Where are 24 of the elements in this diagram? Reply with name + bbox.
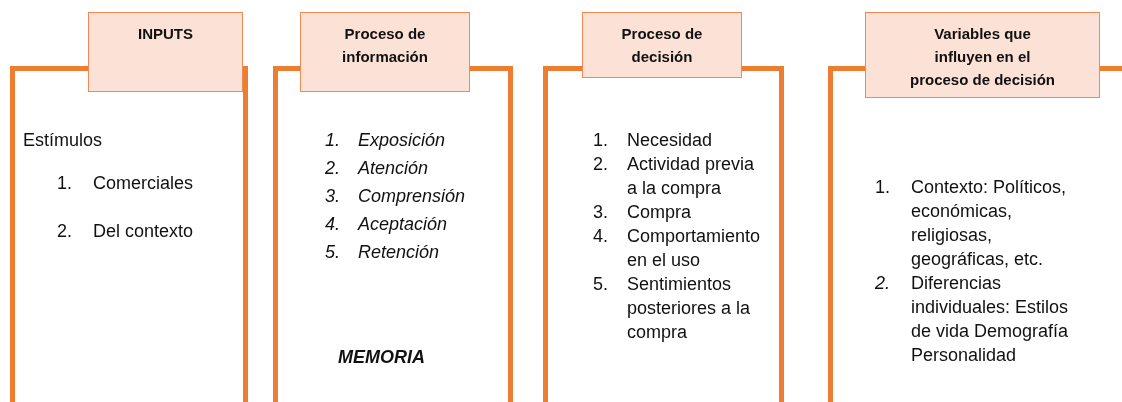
- bracket-frame: [10, 66, 248, 402]
- list-item: 1. Necesidad: [593, 129, 714, 152]
- list-item: 2. Actividad previa a la compra: [593, 153, 756, 200]
- list-item: 3. Comprensión: [325, 185, 467, 208]
- list-item: 4. Comportamiento en el uso: [593, 225, 762, 272]
- emphasis-text: MEMORIA: [338, 346, 426, 369]
- list-item: 2. Del contexto: [57, 220, 195, 243]
- header-box: Proceso de información: [300, 12, 470, 92]
- list-item: 1. Comerciales: [57, 172, 195, 195]
- list-item: 5. Retención: [325, 241, 441, 264]
- list-item: 4. Aceptación: [325, 213, 449, 236]
- list-item: 1. Contexto: Políticos, económicas, religiosas, geográficas, etc.: [875, 176, 1068, 271]
- header-box: Proceso de decisión: [582, 12, 742, 78]
- bracket-frame: [543, 66, 784, 402]
- list-item: 2. Diferencias individuales: Estilos de vida Demografía Personalidad: [875, 272, 1070, 367]
- bracket-frame: [273, 66, 513, 402]
- list-item: 3. Compra: [593, 201, 693, 224]
- list-item: 5. Sentimientos posteriores a la compra: [593, 273, 752, 344]
- header-box: Variables que influyen en el proceso de decisión: [865, 12, 1100, 98]
- list-item: 1. Exposición: [325, 129, 447, 152]
- bracket-frame: [828, 66, 1122, 402]
- header-box: INPUTS: [88, 12, 243, 92]
- list-item: 2. Atención: [325, 157, 430, 180]
- section-label: Estímulos: [23, 129, 104, 152]
